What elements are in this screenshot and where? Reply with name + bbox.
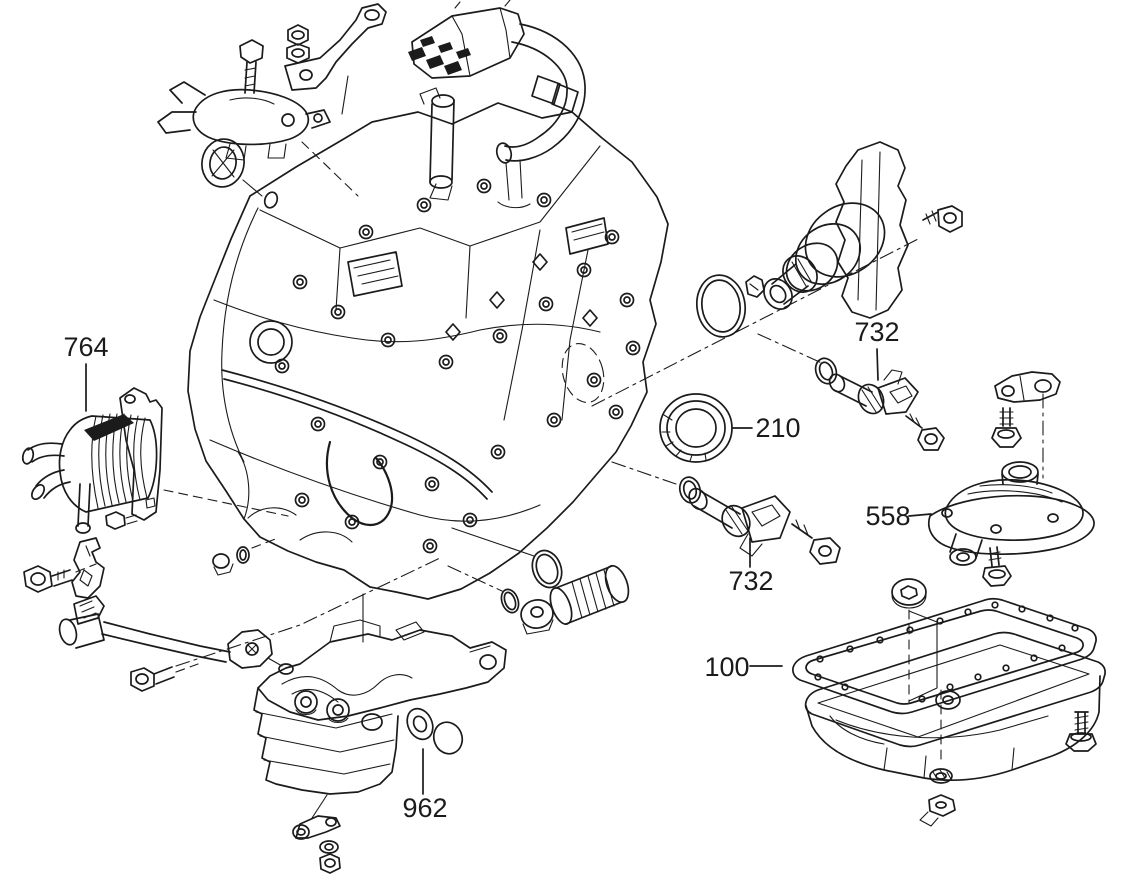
callout-210: 210 bbox=[755, 413, 800, 443]
construction-lines bbox=[75, 141, 1044, 765]
pan-gasket bbox=[792, 597, 1097, 715]
drain-plug-parts bbox=[919, 768, 956, 827]
mount-bracket-right bbox=[991, 371, 1061, 448]
valve-body-assembly bbox=[253, 593, 507, 795]
output-drum-assembly bbox=[695, 141, 963, 338]
center-plugs-and-orings bbox=[500, 549, 630, 635]
oil-pan bbox=[804, 631, 1106, 782]
harness-connector-assembly bbox=[408, 0, 586, 201]
inhibitor-switch-assembly bbox=[157, 3, 387, 161]
callout-732-lower: 732 bbox=[728, 566, 773, 596]
manual-lever-parts bbox=[292, 794, 341, 874]
callout-732-upper: 732 bbox=[854, 317, 899, 347]
oil-cooler-assembly bbox=[21, 387, 163, 534]
magnet bbox=[891, 578, 927, 609]
transaxle-case bbox=[187, 102, 669, 600]
callout-764: 764 bbox=[63, 332, 108, 362]
callout-558: 558 bbox=[865, 501, 910, 531]
bracket-and-sensor-rod bbox=[23, 537, 294, 692]
converter-seal bbox=[659, 393, 733, 463]
speed-sensor-upper bbox=[814, 357, 945, 451]
oil-strainer bbox=[927, 461, 1095, 587]
speed-sensor-lower bbox=[678, 476, 841, 565]
callout-962: 962 bbox=[402, 793, 447, 823]
side-cover-seal bbox=[201, 138, 263, 197]
callout-100: 100 bbox=[704, 652, 749, 682]
callouts: 764 732 210 558 732 100 962 bbox=[63, 317, 932, 823]
